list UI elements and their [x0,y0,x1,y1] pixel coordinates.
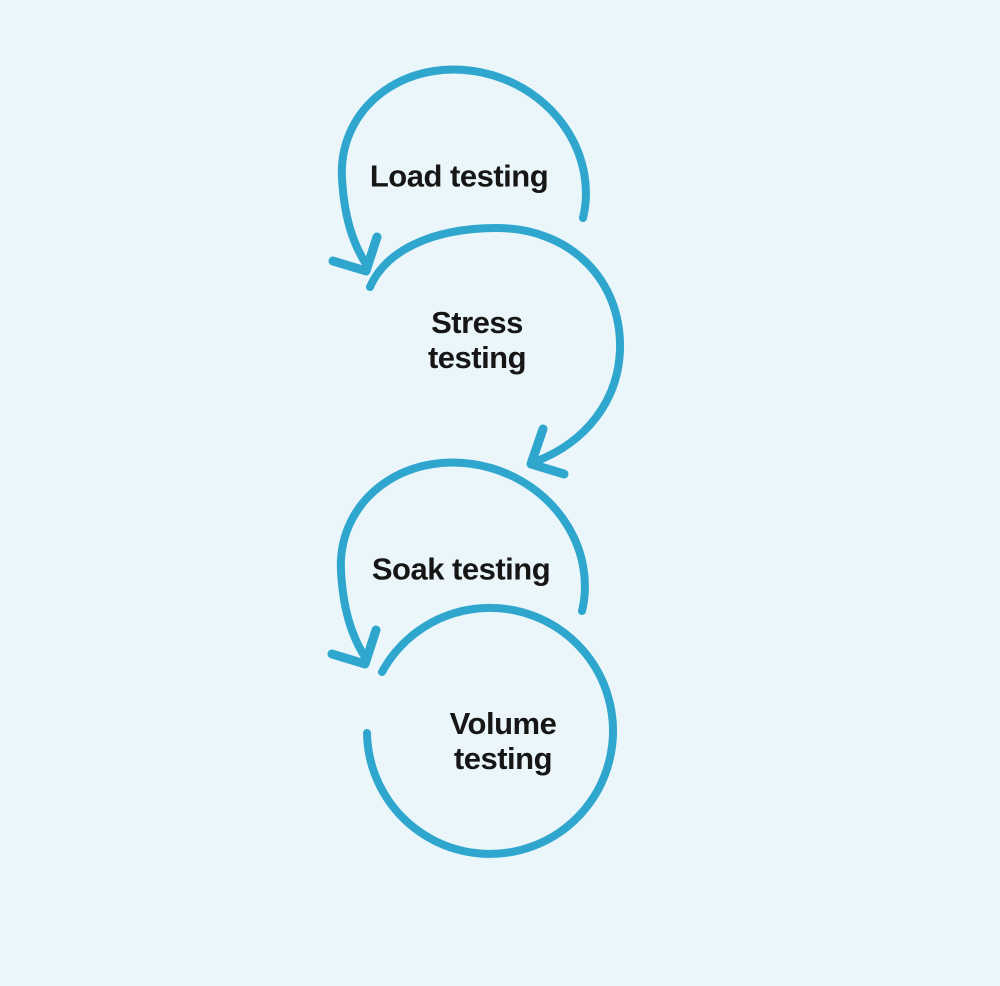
label-line: testing [453,741,553,776]
loop-circle-volume-testing [363,603,617,858]
step-label-volume-testing: Volume testing [450,706,557,776]
loop-arrow-stress-testing [366,224,625,479]
label-line: Load testing [369,158,549,194]
label-line: testing [427,340,527,375]
loop-arc [366,224,625,465]
arrowhead-icon [526,424,569,479]
label-line: Soak testing [371,551,551,587]
loop-arc [363,603,617,858]
label-line: Volume [449,706,557,741]
step-label-soak-testing: Soak testing [371,551,551,587]
label-line: Stress [431,305,523,340]
step-label-load-testing: Load testing [369,158,549,194]
loop-arrows-group [332,70,625,858]
step-label-stress-testing: Stress testing [427,305,527,375]
